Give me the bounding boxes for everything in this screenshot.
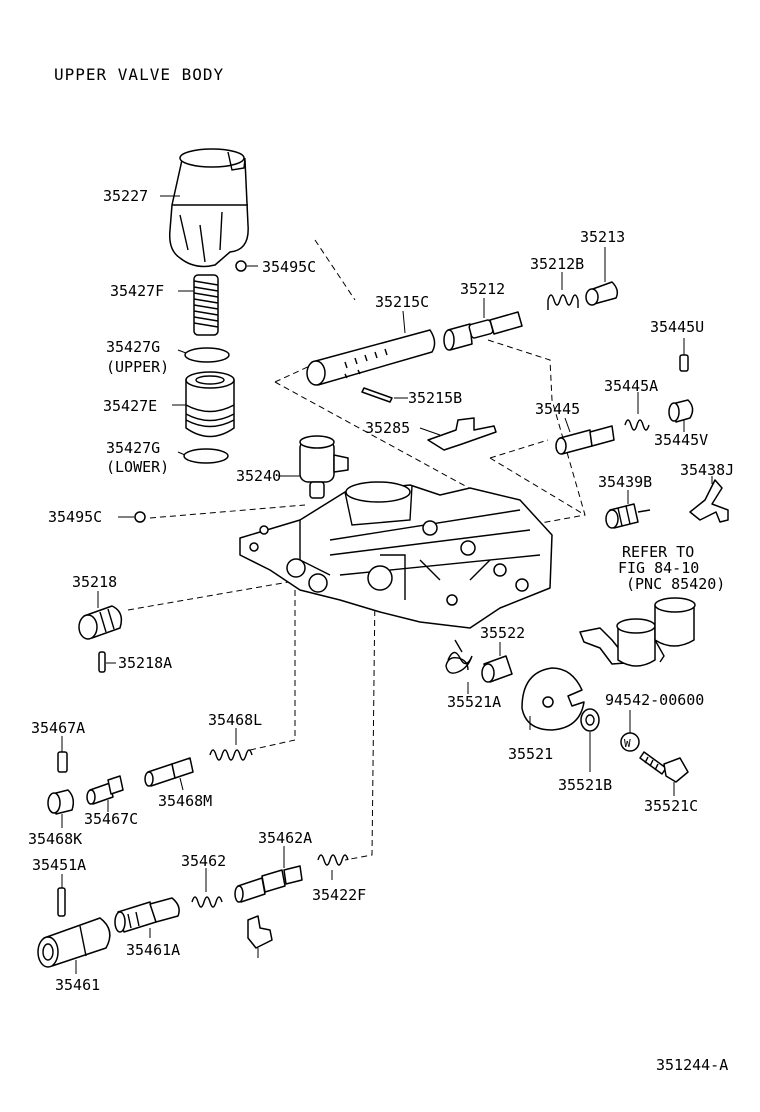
label-35445A: 35445A	[604, 377, 658, 395]
leader-line	[177, 451, 186, 456]
label-35445U: 35445U	[650, 318, 704, 336]
leader-line	[179, 777, 184, 791]
pin-icon	[98, 651, 106, 673]
label-94542-00600: 94542-00600	[605, 691, 704, 709]
clip-35422F	[247, 915, 273, 949]
label-35218: 35218	[72, 573, 117, 591]
label-35468L: 35468L	[208, 711, 262, 729]
plate-35285	[427, 417, 497, 451]
pin-icon	[57, 887, 66, 917]
sleeve-35522	[481, 655, 513, 683]
label-35215C: 35215C	[375, 293, 429, 311]
label-35522: 35522	[480, 624, 525, 642]
label-35439B: 35439B	[598, 473, 652, 491]
label-35215B: 35215B	[408, 389, 462, 407]
diagram-title: UPPER VALVE BODY	[54, 65, 224, 84]
label-35212B: 35212B	[530, 255, 584, 273]
clip-35438J	[689, 479, 729, 523]
valve-35445	[555, 425, 615, 455]
upper-valve-body	[239, 481, 553, 629]
plug-35439B	[605, 503, 651, 529]
label-35438J: 35438J	[680, 461, 734, 479]
label-35467A: 35467A	[31, 719, 85, 737]
pin-icon	[57, 751, 68, 773]
valve-35212	[443, 311, 523, 351]
solenoid-35227	[160, 148, 249, 268]
figure-id: 351244-A	[656, 1056, 728, 1074]
refer-note-line2: FIG 84-10	[618, 559, 699, 577]
o-ring-icon	[235, 260, 247, 272]
label-35213: 35213	[580, 228, 625, 246]
valve-35461	[114, 897, 180, 933]
label-35427G-upper-sub: (UPPER)	[106, 358, 169, 376]
sleeve-35215C	[306, 329, 436, 386]
plug-35468K	[47, 789, 75, 815]
valve-35467C	[86, 775, 124, 805]
spring-35462A	[317, 854, 349, 866]
leader-line	[177, 349, 187, 354]
piston-35427E	[185, 371, 235, 438]
leader-line	[564, 417, 571, 433]
label-35227: 35227	[103, 187, 148, 205]
label-35427G-lower: 35427G	[106, 439, 160, 457]
label-35445: 35445	[535, 400, 580, 418]
label-35218A: 35218A	[118, 654, 172, 672]
o-ring-upper-icon	[184, 347, 230, 363]
bolt-35521C	[639, 751, 689, 783]
label-35462: 35462A	[258, 829, 312, 847]
valve-35468M	[144, 757, 194, 787]
spring-35461A	[191, 896, 223, 908]
label-35285: 35285	[365, 419, 410, 437]
label-35467C: 35467C	[84, 810, 138, 828]
pin-icon	[679, 354, 689, 372]
o-ring-icon	[134, 511, 146, 523]
plug-35213	[585, 281, 619, 306]
valve-35462	[234, 865, 303, 903]
label-35451: 35461	[55, 976, 100, 994]
label-35427F: 35427F	[110, 282, 164, 300]
key-icon	[361, 387, 393, 403]
spring-35445A	[624, 419, 650, 431]
solenoid-assembly-reference	[579, 597, 696, 667]
label-35521A: 35521A	[447, 693, 501, 711]
spring-35468L	[209, 749, 253, 761]
label-35495C-left: 35495C	[48, 508, 102, 526]
label-35461: 35461A	[126, 941, 180, 959]
cam-35521	[521, 667, 585, 731]
plug-35218	[78, 605, 123, 640]
label-35427G-lower-sub: (LOWER)	[106, 458, 169, 476]
label-35462A: 35422F	[312, 886, 366, 904]
spring-35521A	[445, 639, 473, 674]
label-35468K: 35468K	[28, 830, 82, 848]
label-35240: 35240	[236, 467, 281, 485]
label-35451A: 35451A	[32, 856, 86, 874]
refer-note-line1: REFER TO	[622, 543, 694, 561]
washer-icon	[580, 708, 600, 732]
washer-symbol-icon	[620, 732, 640, 752]
plug-35445V	[668, 399, 694, 423]
leader-line	[419, 427, 441, 436]
label-35461A: 35462	[181, 852, 226, 870]
solenoid-35240	[299, 435, 349, 499]
label-35212: 35212	[460, 280, 505, 298]
label-35521C: 35521C	[644, 797, 698, 815]
leader-line	[402, 310, 406, 334]
label-35427G-upper: 35427G	[106, 338, 160, 356]
label-35521B: 35521B	[558, 776, 612, 794]
spring-35212B	[547, 294, 579, 310]
label-35427E: 35427E	[103, 397, 157, 415]
spring-35427F	[193, 274, 219, 336]
label-35468M: 35468M	[158, 792, 212, 810]
sleeve-35451	[37, 917, 111, 968]
label-35445V: 35445V	[654, 431, 708, 449]
o-ring-lower-icon	[183, 448, 229, 464]
washer-symbol: W	[624, 737, 631, 750]
refer-note-line3: (PNC 85420)	[626, 575, 725, 593]
label-35521: 35521	[508, 745, 553, 763]
label-35495C-top: 35495C	[262, 258, 316, 276]
